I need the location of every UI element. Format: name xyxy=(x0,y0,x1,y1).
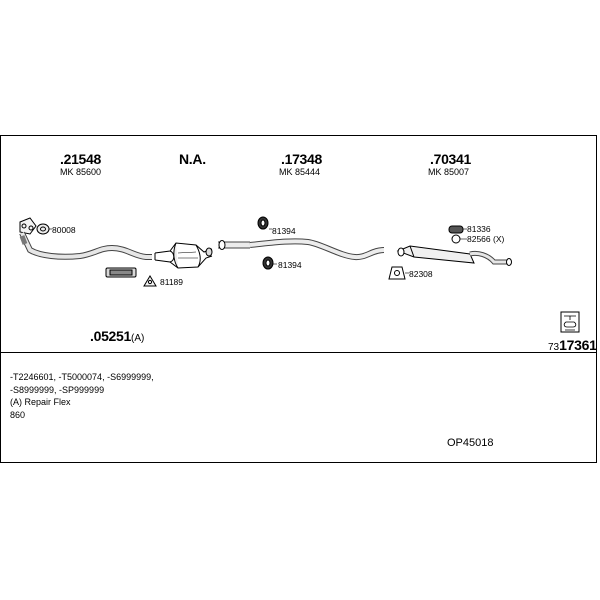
mk-front-pipe: MK 85600 xyxy=(60,167,102,177)
callout-hanger-upper: 81394 xyxy=(272,226,296,236)
callout-rubber-mount: 81336 xyxy=(467,224,491,234)
callout-clamp: 81189 xyxy=(160,277,184,287)
kit-number: .05251 xyxy=(90,328,132,344)
front-pipe-icon xyxy=(19,231,152,260)
gasket-icon xyxy=(36,223,50,235)
info-line: -S8999999, -SP999999 xyxy=(10,384,105,395)
clamp-icon xyxy=(105,267,137,278)
section-separator xyxy=(0,352,597,353)
info-block: -T2246601, -T5000074, -S6999999, -S89999… xyxy=(10,371,154,421)
callout-ring: 82566 (X) xyxy=(467,234,505,244)
catalytic-converter-icon xyxy=(154,242,213,269)
part-number-catalyst: N.A. xyxy=(179,151,206,167)
hanger-upper-icon xyxy=(257,216,269,230)
part-number-rear-silencer: .70341 xyxy=(430,151,472,167)
bottom-right-id: 7317361 xyxy=(548,337,597,355)
repair-kit-number: .05251(A) xyxy=(90,328,144,346)
mk-middle-pipe: MK 85444 xyxy=(279,167,321,177)
mk-rear-silencer: MK 85007 xyxy=(428,167,470,177)
rear-silencer-icon xyxy=(396,245,512,266)
middle-pipe-icon xyxy=(249,238,385,261)
part-number-middle-pipe: .17348 xyxy=(281,151,323,167)
exhaust-symbol-icon xyxy=(560,311,580,333)
rubber-mount-icon xyxy=(448,225,464,234)
bracket-icon xyxy=(388,266,406,280)
diagram-code: OP45018 xyxy=(447,437,494,449)
id-prefix: 73 xyxy=(548,342,560,353)
ring-icon xyxy=(451,234,461,244)
callout-gasket: 80008 xyxy=(52,225,76,235)
manifold-flange-icon xyxy=(19,217,37,235)
diagram-frame xyxy=(0,135,597,463)
hanger-lower-icon xyxy=(262,256,274,270)
connector-pipe-icon xyxy=(218,240,250,250)
kit-suffix: (A) xyxy=(131,333,145,344)
info-line: (A) Repair Flex xyxy=(10,397,71,407)
info-line: -T2246601, -T5000074, -S6999999, xyxy=(10,372,154,382)
info-line: 860 xyxy=(10,409,26,420)
callout-bracket: 82308 xyxy=(409,269,433,279)
id-number: 17361 xyxy=(559,337,597,353)
triangle-seal-icon xyxy=(143,275,157,287)
part-number-front-pipe: .21548 xyxy=(60,151,102,167)
callout-hanger-lower: 81394 xyxy=(278,260,302,270)
